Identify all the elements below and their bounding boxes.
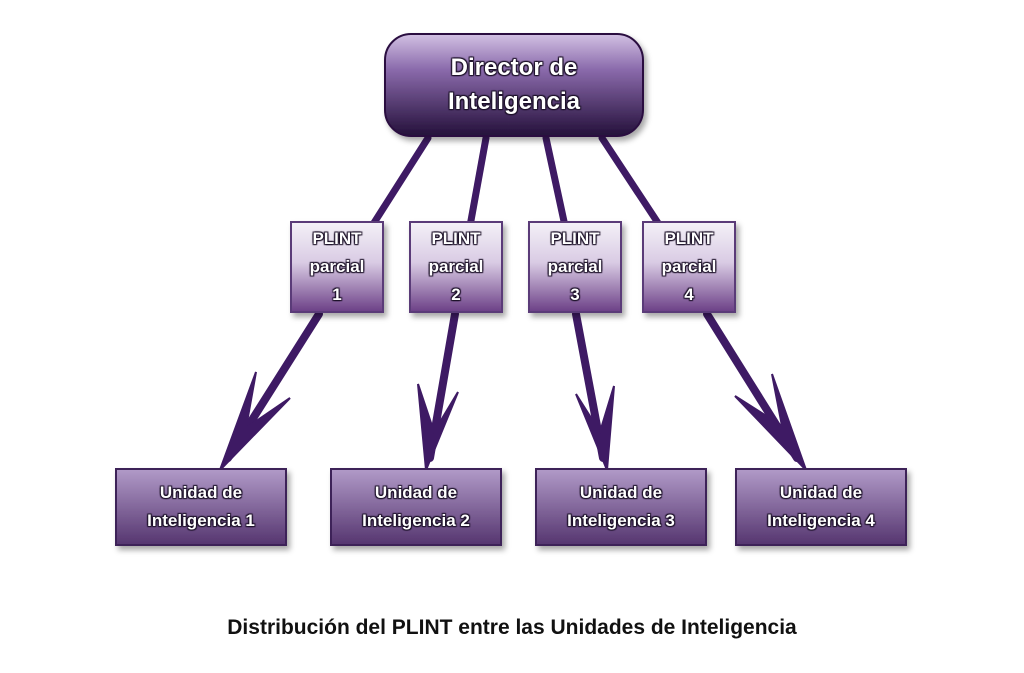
connector-4 xyxy=(598,134,664,230)
plint-box-3 xyxy=(528,221,622,313)
plint-box-2 xyxy=(409,221,503,313)
plint-box-4 xyxy=(642,221,736,313)
connector-1 xyxy=(368,134,432,230)
unit-box-1 xyxy=(115,468,287,546)
diagram-caption: Distribución del PLINT entre las Unidade… xyxy=(227,616,797,639)
plint-boxes xyxy=(290,221,736,313)
plint-box-1 xyxy=(290,221,384,313)
unit-box-4 xyxy=(735,468,907,546)
unit-boxes xyxy=(115,468,907,546)
unit-box-3 xyxy=(535,468,707,546)
arrow-head-2 xyxy=(417,383,459,471)
director-box xyxy=(384,33,644,137)
unit-box-2 xyxy=(330,468,502,546)
arrow-head-4 xyxy=(734,373,807,471)
arrow-head-3 xyxy=(575,385,615,471)
unit-arrows xyxy=(219,310,807,471)
connector-2 xyxy=(466,134,490,230)
connector-3 xyxy=(542,134,569,230)
arrow-head-1 xyxy=(219,371,291,471)
director-connectors xyxy=(368,134,664,230)
